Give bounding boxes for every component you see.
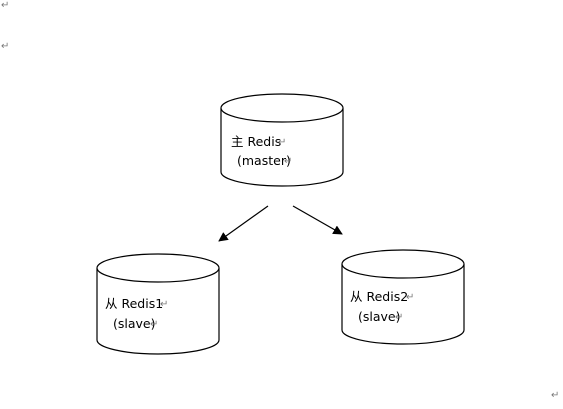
slave2-node: 从 Redis2 ↵ (slave) ↵ xyxy=(341,249,465,345)
slave2-cylinder-top xyxy=(341,249,465,279)
paragraph-mark: ↵ xyxy=(284,156,292,167)
paragraph-mark: ↵ xyxy=(1,0,9,11)
master-label: 主 Redis xyxy=(231,134,281,149)
master-role-label: (master) xyxy=(237,153,291,168)
slave1-node: 从 Redis1 ↵ (slave) ↵ xyxy=(96,253,220,355)
slave2-role-label: (slave) xyxy=(358,309,401,324)
master-cylinder-top xyxy=(220,93,344,123)
paragraph-mark: ↵ xyxy=(551,390,559,401)
master-cylinder-body xyxy=(220,108,344,187)
slave1-role-label: (slave) xyxy=(113,316,156,331)
slave1-cylinder-body xyxy=(96,268,220,355)
arrow-to-slave1 xyxy=(218,205,269,242)
paragraph-mark: ↵ xyxy=(150,319,158,330)
paragraph-mark: ↵ xyxy=(160,299,168,310)
slave1-cylinder-top xyxy=(96,253,220,283)
arrow-to-slave2 xyxy=(292,205,343,235)
paragraph-mark: ↵ xyxy=(278,137,286,148)
paragraph-mark: ↵ xyxy=(1,41,9,52)
slave2-cylinder-body xyxy=(341,264,465,345)
paragraph-mark: ↵ xyxy=(406,292,414,303)
slave1-label: 从 Redis1 xyxy=(105,296,163,311)
paragraph-mark: ↵ xyxy=(395,312,403,323)
master-node: 主 Redis ↵ (master) ↵ xyxy=(220,93,344,187)
slave2-label: 从 Redis2 xyxy=(350,289,408,304)
